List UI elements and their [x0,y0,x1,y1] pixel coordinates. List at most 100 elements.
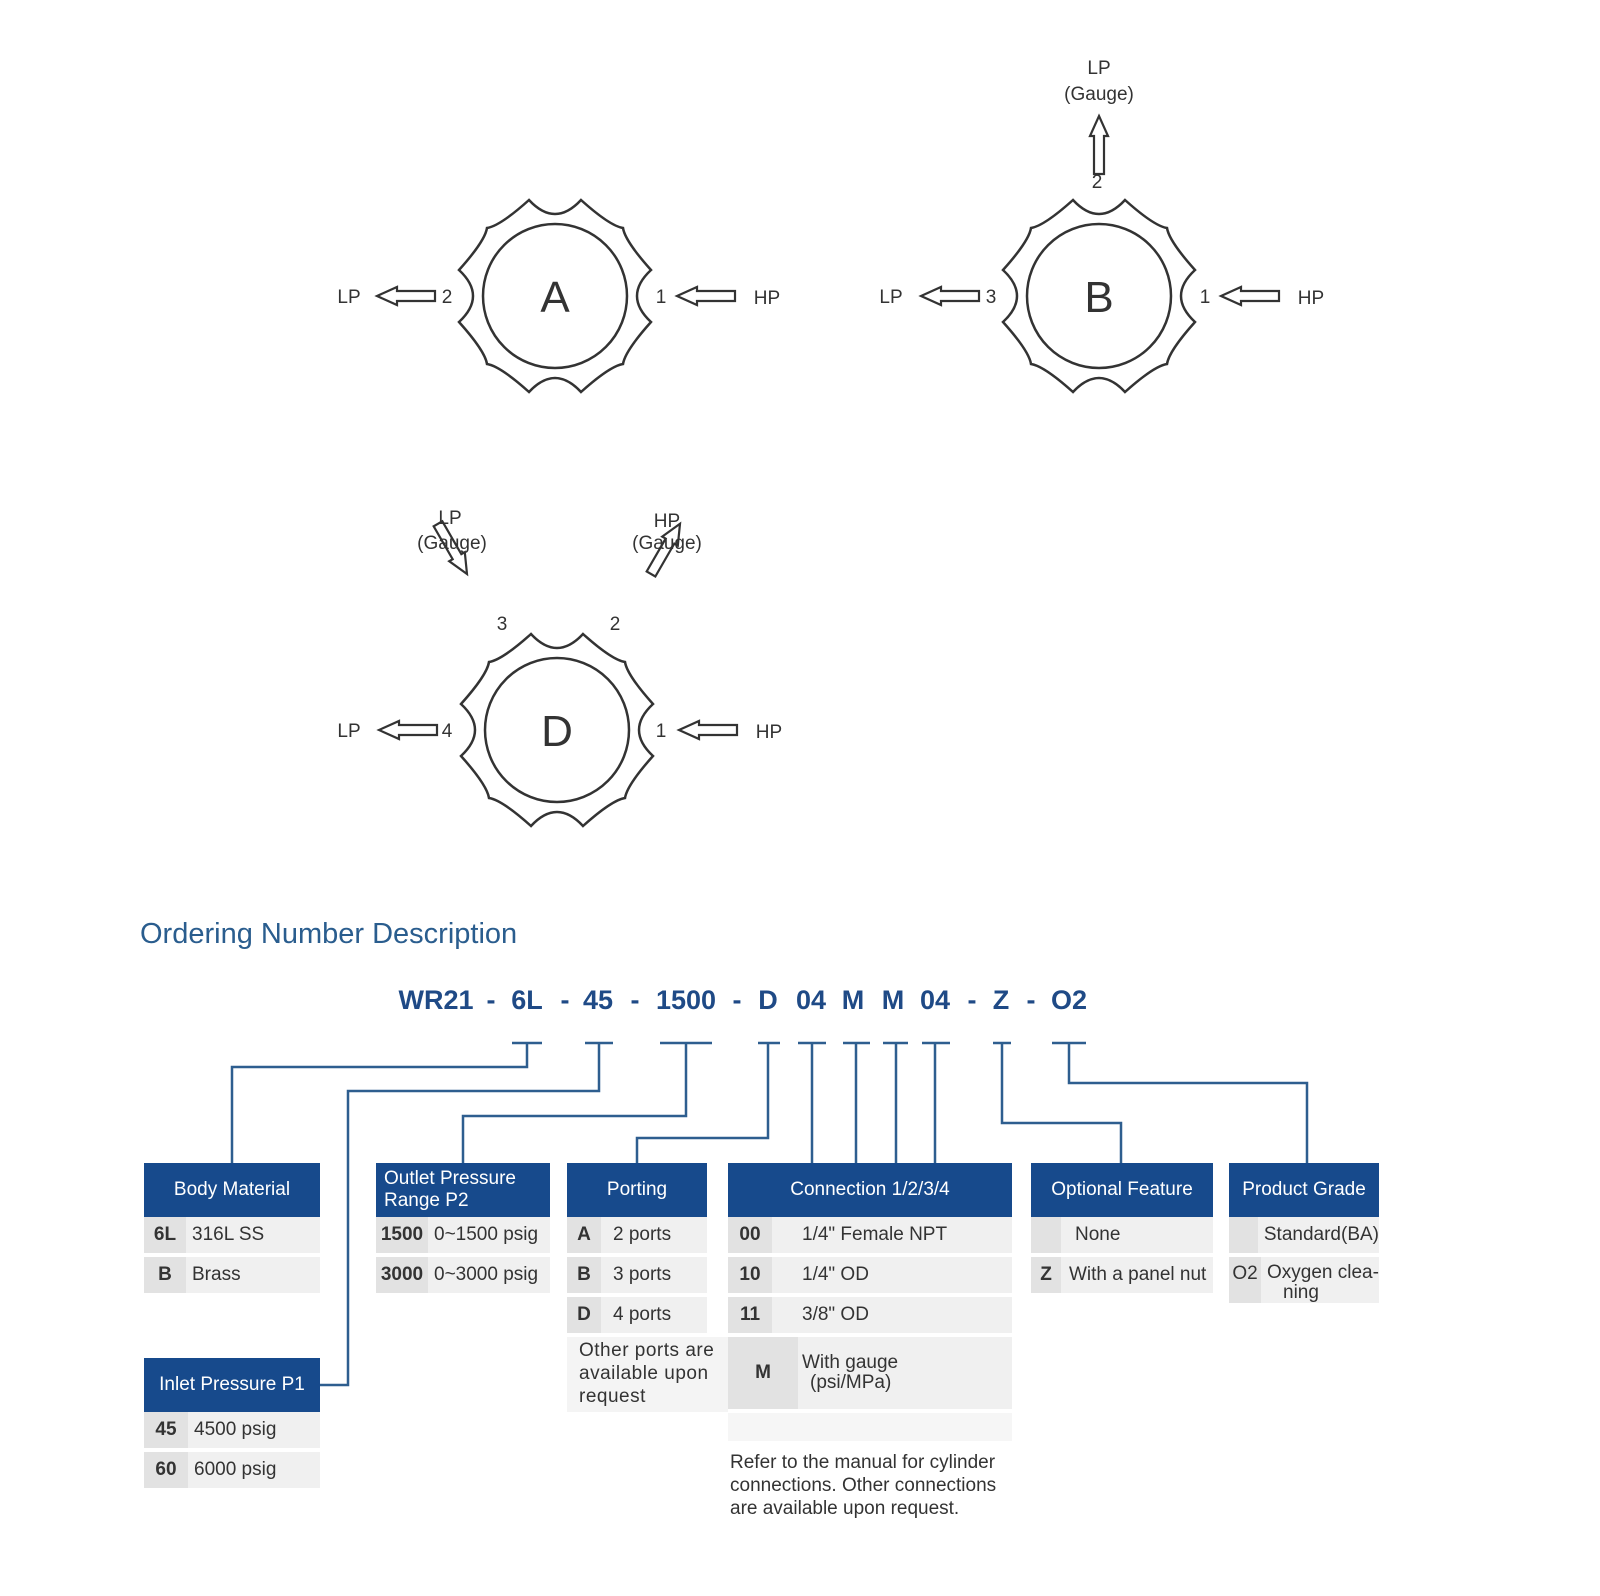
row-code: 11 [728,1297,772,1333]
diagram-b: B LP 3 1 HP 2 LP (Gauge) [879,58,1324,394]
left-port-number: 4 [442,721,453,742]
right-port-number: 1 [656,287,667,308]
top-arrow-icon [1088,113,1110,176]
table-row: 1500 0~1500 psig [376,1217,550,1257]
diagram-a: A LP 2 1 HP [337,198,780,394]
right-arrow-icon [676,719,739,741]
left-label: LP [879,287,902,308]
table-row: 6L 316L SS [144,1217,320,1257]
table-row: 60 6000 psig [144,1452,320,1492]
inlet-pressure-table: Inlet Pressure P1 45 4500 psig 60 6000 p… [144,1358,320,1492]
code-body-material: 6L [511,985,543,1015]
row-desc: Standard(BA) [1263,1224,1379,1245]
table-row: None [1031,1217,1213,1257]
row-desc: 1/4" OD [802,1264,869,1285]
code-dash: - [560,985,570,1015]
row-code: Z [1031,1257,1061,1293]
row-code: 1500 [376,1217,428,1253]
row-desc: 3 ports [613,1264,672,1285]
row-code: M [728,1337,798,1409]
diagram-d: D LP 4 1 HP 3 LP (Gauge) 2 HP (Gauge) [337,508,782,828]
table-row: 11 3/8" OD [728,1297,1012,1337]
desc-line: (psi/MPa) [810,1372,892,1393]
right-arrow-icon [1218,285,1281,307]
row-code [1031,1217,1061,1253]
desc-line: Oxygen clea- [1267,1262,1379,1283]
code-inlet-pressure: 45 [582,985,614,1015]
top-port-number: 2 [1092,172,1103,193]
note-line: connections. Other connections [730,1475,997,1496]
table-row: 10 1/4" OD [728,1257,1012,1297]
upper-left-label: LP [438,508,461,529]
code-optional-feature: Z [992,985,1010,1015]
note-line: Refer to the manual for cylinder [730,1452,996,1473]
optional-feature-table: Optional Feature None Z With a panel nut [1031,1163,1213,1297]
left-arrow-icon [376,719,439,741]
row-code: 00 [728,1217,772,1253]
knob-circle [481,222,629,370]
row-desc: Oxygen clea- ning [1261,1257,1379,1303]
desc-line: ning [1283,1282,1319,1303]
top-label: LP [1087,58,1110,79]
note-line: available upon [579,1363,709,1384]
code-product-grade: O2 [1050,985,1088,1015]
table-row: 3000 0~3000 psig [376,1257,550,1297]
right-label: HP [1298,288,1324,309]
row-code: B [144,1257,186,1293]
connection-table: Connection 1/2/3/4 00 1/4" Female NPT 10… [728,1163,1012,1520]
porting-note: Other ports are available upon request [567,1337,729,1412]
diagram-letter: A [540,273,570,322]
row-code: D [567,1297,601,1333]
row-code: 3000 [376,1257,428,1293]
row-desc: 0~3000 psig [434,1264,539,1285]
right-label: HP [754,288,780,309]
connection-header: Connection 1/2/3/4 [728,1163,1012,1217]
row-desc: 316L SS [192,1224,265,1245]
knob-circle [1025,222,1173,370]
upper-left-sub-label: (Gauge) [417,533,487,554]
code-dash: - [967,985,977,1015]
table-row: Standard(BA) [1229,1217,1379,1257]
row-code: 60 [144,1452,188,1488]
upper-left-arrow-icon [432,519,469,577]
row-code [1229,1217,1258,1253]
table-row: O2 Oxygen clea- ning [1229,1257,1379,1307]
table-row: A 2 ports [567,1217,707,1257]
code-dash: - [1026,985,1036,1015]
row-code: 6L [144,1217,186,1253]
product-grade-header: Product Grade [1229,1163,1379,1217]
row-desc: 4 ports [613,1304,672,1325]
code-outlet-pressure: 1500 [655,985,717,1015]
ordering-code: WR21 - 6L - 45 - 1500 - D 04 M M 04 - Z … [0,985,1600,1025]
note-line: request [579,1386,646,1407]
row-desc: With gauge (psi/MPa) [798,1353,898,1393]
left-label: LP [337,287,360,308]
table-row: B Brass [144,1257,320,1297]
product-grade-table: Product Grade Standard(BA) O2 Oxygen cle… [1229,1163,1379,1307]
table-row: B 3 ports [567,1257,707,1297]
row-desc: None [1075,1224,1121,1245]
right-port-number: 1 [1200,287,1211,308]
row-code: O2 [1229,1257,1261,1303]
table-row: 00 1/4" Female NPT [728,1217,1012,1257]
left-arrow-icon [374,285,437,307]
code-dash: - [486,985,496,1015]
code-dash: - [630,985,640,1015]
code-connection-2: M [841,985,865,1015]
inlet-pressure-header: Inlet Pressure P1 [144,1358,320,1412]
body-material-header: Body Material [144,1163,320,1217]
code-connection-3: M [881,985,905,1015]
row-desc: 6000 psig [194,1459,277,1480]
outlet-pressure-table: Outlet Pressure Range P2 1500 0~1500 psi… [376,1163,550,1297]
desc-line: With gauge [802,1352,899,1373]
left-port-number: 3 [986,287,997,308]
connection-note: Refer to the manual for cylinder connect… [728,1445,1012,1520]
porting-table: Porting A 2 ports B 3 ports D 4 ports Ot… [567,1163,729,1412]
upper-right-sub-label: (Gauge) [632,533,702,554]
code-connection-4: 04 [919,985,951,1015]
row-desc: 3/8" OD [802,1304,869,1325]
row-desc: 1/4" Female NPT [802,1224,948,1245]
diagram-letter: B [1084,273,1113,322]
body-material-table: Body Material 6L 316L SS B Brass [144,1163,320,1297]
row-desc: 4500 psig [194,1419,277,1440]
